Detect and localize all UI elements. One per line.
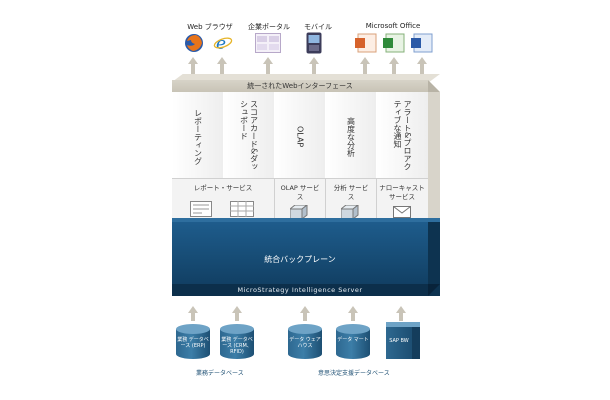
service-report: レポート・サービス — [172, 179, 275, 223]
database-label: データ マート — [337, 337, 369, 343]
backplane-top-face — [172, 218, 440, 223]
integrated-backplane: 統合バックプレーン — [172, 222, 428, 296]
mobile-device-icon — [306, 32, 322, 54]
decision-support-db-group-label: 意思決定支援データベース — [318, 370, 390, 377]
database-label: 業務 データベース (CRM、RFID) — [221, 337, 253, 355]
capability-label: レポーティング — [193, 109, 203, 165]
sap-bw-box: SAP BW — [386, 327, 412, 359]
service-analysis: 分析 サービス — [325, 179, 377, 223]
olap-cube-icon — [290, 205, 308, 219]
block-side-face — [428, 92, 440, 222]
capability-alerts: アラート&プロアクティブな通知 — [376, 92, 428, 178]
label-office: Microsoft Office — [365, 22, 421, 30]
service-label: ナローキャスト サービス — [379, 184, 425, 201]
web-interface-banner: 統一されたWebインターフェース — [172, 80, 428, 92]
sap-box-top — [386, 322, 420, 327]
capability-label: アラート&プロアクティブな通知 — [393, 100, 412, 171]
capability-label: OLAP — [295, 126, 305, 148]
office-excel-icon — [383, 33, 405, 53]
envelope-icon — [393, 206, 411, 218]
database-label: 業務 データベース (ERP) — [177, 337, 209, 349]
service-olap: OLAP サービス — [274, 179, 326, 223]
service-label: 分析 サービス — [333, 184, 369, 201]
report-table-icon — [230, 201, 254, 217]
database-crm: 業務 データベース (CRM、RFID) — [220, 324, 254, 362]
database-label: SAP BW — [389, 338, 409, 344]
sap-box-side — [412, 327, 420, 359]
label-portal: 企業ポータル — [248, 23, 290, 31]
firefox-icon — [185, 34, 203, 52]
backplane-side-face — [428, 222, 440, 296]
svg-text:e: e — [216, 34, 226, 53]
database-mart: データ マート — [336, 324, 370, 362]
database-warehouse: データ ウェアハウス — [288, 324, 322, 362]
intelligence-server-label: MicroStrategy Intelligence Server — [172, 284, 428, 296]
portal-icon — [255, 33, 281, 53]
label-web-browser: Web ブラウザ — [187, 23, 233, 31]
block-top-face — [172, 74, 440, 82]
report-document-icon — [190, 201, 212, 217]
analysis-cube-icon — [341, 205, 359, 219]
database-erp: 業務 データベース (ERP) — [176, 324, 210, 362]
capability-columns: レポーティング スコアカード&ダッシュボード OLAP 高度な分析 アラート&プ… — [172, 92, 428, 178]
database-label: データ ウェアハウス — [289, 337, 321, 349]
capability-scorecard: スコアカード&ダッシュボード — [223, 92, 275, 178]
label-mobile: モバイル — [304, 23, 332, 31]
capability-reporting: レポーティング — [172, 92, 224, 178]
services-row: レポート・サービス OLAP サービス 分析 サービス ナローキャスト サービス — [172, 178, 428, 223]
capability-label: 高度な分析 — [346, 117, 356, 157]
capability-olap: OLAP — [274, 92, 326, 178]
operational-db-group-label: 業務データベース — [196, 370, 244, 377]
banner-side-face — [428, 80, 440, 92]
capability-label: スコアカード&ダッシュボード — [239, 100, 259, 171]
service-label: レポート・サービス — [193, 184, 253, 192]
ie-icon: e — [213, 34, 233, 53]
service-label: OLAP サービス — [280, 184, 320, 201]
office-powerpoint-icon — [355, 33, 377, 53]
backplane-title: 統合バックプレーン — [264, 255, 336, 264]
capability-advanced-analytics: 高度な分析 — [325, 92, 377, 178]
service-narrowcast: ナローキャスト サービス — [376, 179, 428, 223]
office-word-icon — [411, 33, 433, 53]
